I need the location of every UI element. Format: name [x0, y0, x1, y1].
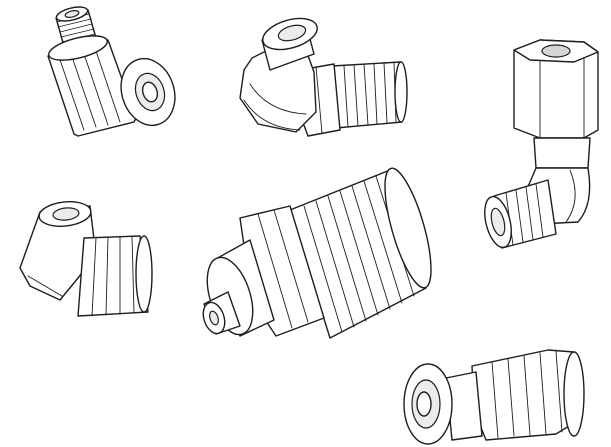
elbow-threaded-thread: [343, 62, 397, 128]
straight-coupling-knurl: [57, 44, 121, 131]
angled-knurled-knurl: [91, 235, 135, 317]
luer-cap-knurl: [491, 350, 563, 439]
ribbed-connector-part: [202, 167, 432, 339]
luer-cap-part: [403, 349, 585, 445]
angled-knurled-part: [19, 201, 153, 317]
hex-elbow-part: [484, 39, 599, 249]
elbow-threaded-part: [239, 17, 408, 137]
straight-coupling-part: [47, 6, 176, 137]
